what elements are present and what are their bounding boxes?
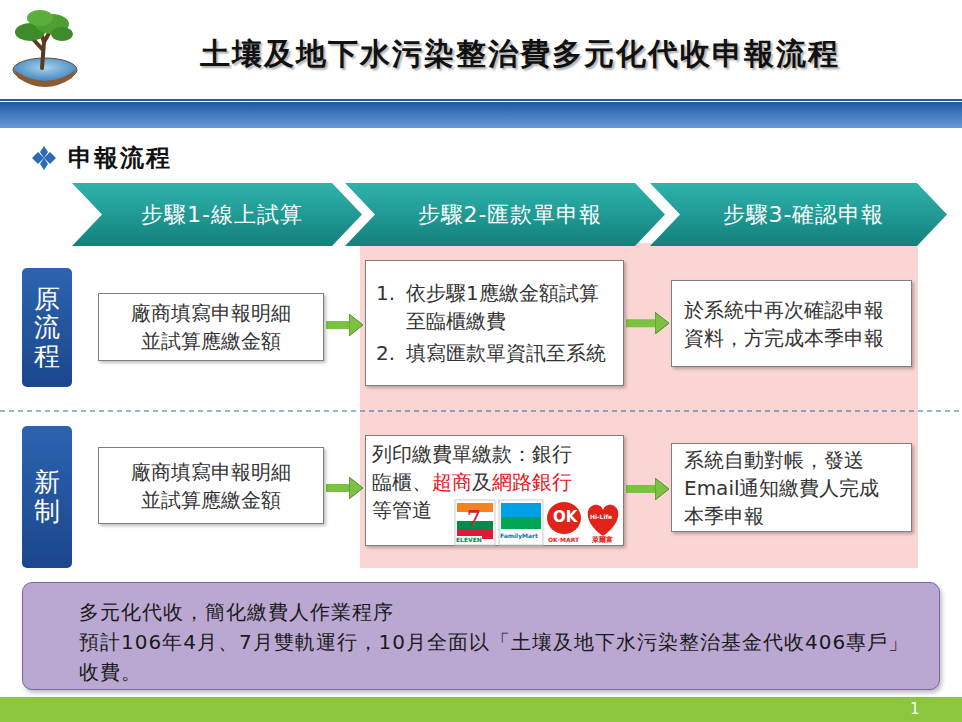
process-box: 1.依步驟1應繳金額試算至臨櫃繳費2.填寫匯款單資訊至系統 xyxy=(365,260,624,386)
process-box: 廠商填寫申報明細並試算應繳金額 xyxy=(98,293,324,361)
box-text: 廠商填寫申報明細並試算應繳金額 xyxy=(127,299,295,355)
step-chevron: 步驟2-匯款單申報 xyxy=(345,183,665,246)
list-number: 2. xyxy=(376,339,406,367)
box-text: 系統自動對帳，發送Email通知繳費人完成本季申報 xyxy=(684,446,889,530)
process-box: 廠商填寫申報明細並試算應繳金額 xyxy=(98,447,324,524)
heading-bullet xyxy=(32,146,56,170)
box-text: 等管道 xyxy=(372,498,432,522)
logo-text: 萊爾富 xyxy=(592,536,613,544)
box-text: 超商 xyxy=(432,470,472,494)
row-divider xyxy=(0,410,962,411)
footer-band xyxy=(0,697,962,722)
page-number: 1 xyxy=(910,700,920,718)
logo-text: OK·MART xyxy=(548,536,579,544)
tree-icon xyxy=(13,10,77,87)
box-text: 網路銀行 xyxy=(492,470,572,494)
list-number: 1. xyxy=(376,279,406,335)
logo-text: ELEVEN xyxy=(456,536,482,544)
process-box: 列印繳費單繳款：銀行臨櫃、超商及網路銀行等管道 xyxy=(365,435,624,546)
step-chevron: 步驟3-確認申報 xyxy=(650,183,947,246)
row-label-text: 新制 xyxy=(34,468,60,525)
step-label: 步驟1-線上試算 xyxy=(141,200,303,230)
logo-text: 7 xyxy=(467,508,481,528)
header-bar xyxy=(0,102,962,128)
flow-arrow xyxy=(626,319,657,327)
list-text: 填寫匯款單資訊至系統 xyxy=(406,339,613,367)
logo-text: OK xyxy=(553,509,577,526)
note-text: 預計106年4月、7月雙軌運行，10月全面以「土壤及地下水污染整治基金代收406… xyxy=(79,627,923,687)
step-chevron: 步驟1-線上試算 xyxy=(72,183,362,246)
section-heading: 申報流程 xyxy=(68,142,172,174)
box-text: 於系統中再次確認申報資料，方完成本季申報 xyxy=(684,296,889,352)
flow-arrow xyxy=(626,485,657,493)
header-rule xyxy=(0,99,962,101)
row-label-text: 原流程 xyxy=(34,285,60,371)
flow-arrow xyxy=(326,321,351,329)
step-label: 步驟3-確認申報 xyxy=(723,200,885,230)
box-text: 及 xyxy=(472,470,492,494)
row-label: 新制 xyxy=(22,426,72,568)
logo-text: Hi-Life xyxy=(590,513,612,521)
box-text: 廠商填寫申報明細並試算應繳金額 xyxy=(127,458,295,514)
process-box: 於系統中再次確認申報資料，方完成本季申報 xyxy=(671,280,912,367)
process-box: 系統自動對帳，發送Email通知繳費人完成本季申報 xyxy=(671,443,912,532)
list-text: 依步驟1應繳金額試算至臨櫃繳費 xyxy=(406,279,613,335)
note-box: 多元化代收，簡化繳費人作業程序預計106年4月、7月雙軌運行，10月全面以「土壤… xyxy=(22,582,940,690)
highlight-region xyxy=(360,243,918,568)
logo-text: FamilyMart xyxy=(500,532,538,540)
row-label: 原流程 xyxy=(22,268,72,387)
flow-arrow xyxy=(326,484,351,492)
note-text: 多元化代收，簡化繳費人作業程序 xyxy=(79,597,923,627)
step-label: 步驟2-匯款單申報 xyxy=(418,200,603,230)
slide-title: 土壤及地下水污染整治費多元化代收申報流程 xyxy=(95,34,945,75)
